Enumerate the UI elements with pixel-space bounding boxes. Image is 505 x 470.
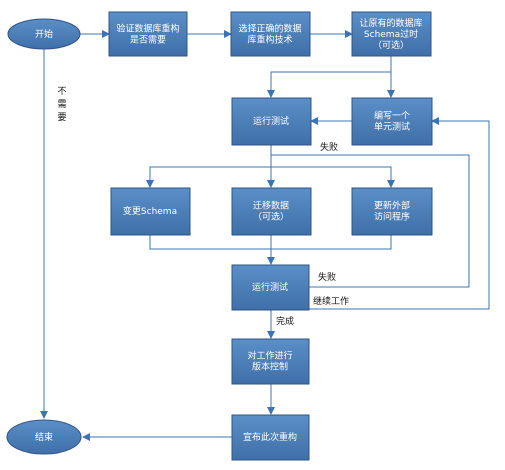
- verify-node-text: 验证数据库重构是否需要: [116, 23, 179, 46]
- end-node-text: 结束: [35, 431, 53, 443]
- deprecate-node-shape: [351, 11, 432, 57]
- write-test-node-text: 编写一个单元测试: [374, 110, 410, 133]
- change-schema-node[interactable]: 变更Schema: [110, 187, 191, 236]
- version-control-node-shape: [231, 338, 310, 385]
- choose-node-text: 选择正确的数据库重构技术: [238, 23, 301, 46]
- test2-node-shape: [231, 264, 310, 311]
- end-node-shape: [6, 419, 82, 455]
- start-node[interactable]: 开始: [7, 18, 81, 50]
- edge-merge-update: [271, 235, 392, 250]
- change-schema-node-text: 变更Schema: [123, 205, 177, 217]
- test1-node[interactable]: 运行测试: [231, 97, 312, 146]
- publish-node-text: 宣布此次重构: [243, 431, 297, 443]
- migrate-data-node-text: 迁移数据（可选）: [253, 200, 289, 223]
- choose-node-shape: [230, 11, 311, 57]
- label-fail-1: 失败: [320, 141, 338, 153]
- publish-node-shape: [231, 414, 310, 461]
- migrate-data-node[interactable]: 迁移数据（可选）: [231, 187, 312, 236]
- label-done: 完成: [276, 315, 294, 327]
- end-node[interactable]: 结束: [6, 419, 82, 455]
- edge-continue-write: [309, 117, 490, 310]
- update-access-node[interactable]: 更新外部访问程序: [351, 187, 433, 236]
- verify-node[interactable]: 验证数据库重构是否需要: [108, 11, 188, 57]
- edge-loop-test1: [267, 71, 391, 98]
- update-access-node-text: 更新外部访问程序: [374, 200, 410, 223]
- publish-node[interactable]: 宣布此次重构: [231, 414, 310, 461]
- edge-merge-change: [149, 235, 271, 250]
- test2-node[interactable]: 运行测试: [231, 264, 310, 311]
- write-test-node[interactable]: 编写一个单元测试: [351, 97, 433, 146]
- test1-node-shape: [231, 97, 312, 146]
- change-schema-node-shape: [110, 187, 191, 236]
- label-not-needed: 不需要: [57, 86, 66, 123]
- edge-branch-update: [271, 166, 395, 188]
- choose-node[interactable]: 选择正确的数据库重构技术: [230, 11, 311, 57]
- version-control-node[interactable]: 对工作进行版本控制: [231, 338, 310, 385]
- update-access-node-shape: [351, 187, 433, 236]
- version-control-node-text: 对工作进行版本控制: [247, 350, 292, 373]
- test1-node-text: 运行测试: [253, 115, 289, 127]
- label-continue: 继续工作: [313, 295, 349, 307]
- migrate-data-node-shape: [231, 187, 312, 236]
- test2-node-text: 运行测试: [252, 281, 288, 293]
- label-fail-2: 失败: [318, 271, 336, 283]
- start-node-shape: [7, 18, 81, 50]
- verify-node-shape: [108, 11, 188, 57]
- start-node-text: 开始: [35, 28, 53, 40]
- edge-branch-change: [146, 166, 271, 188]
- write-test-node-shape: [351, 97, 433, 146]
